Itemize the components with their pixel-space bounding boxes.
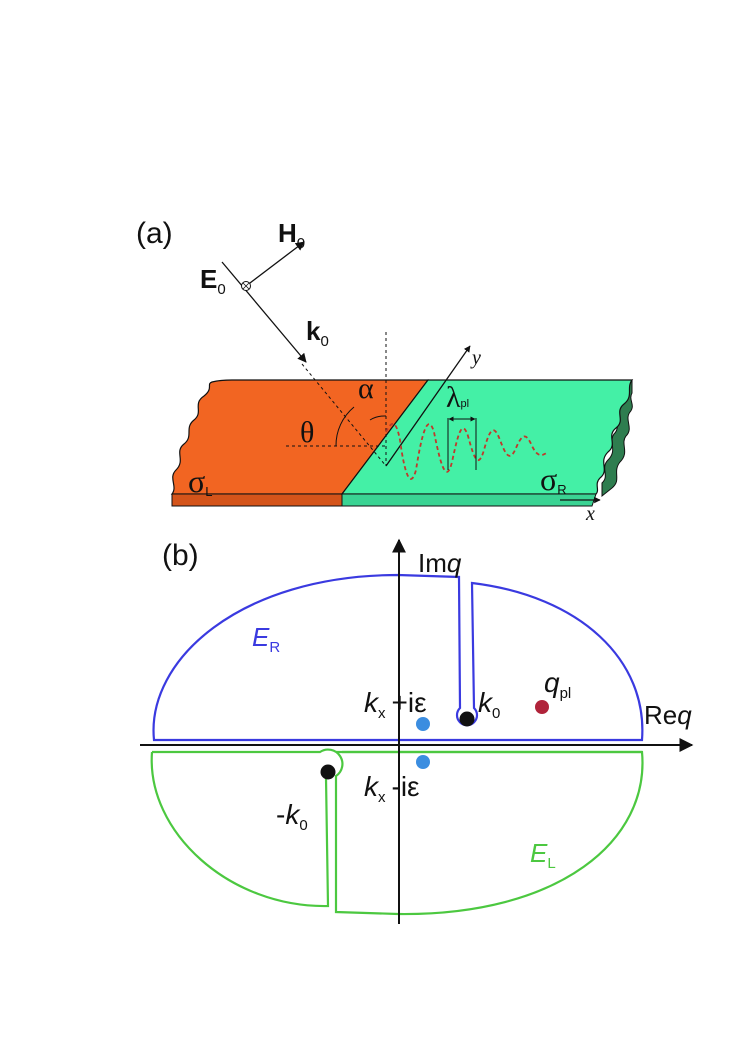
mk0-sub: 0	[299, 817, 307, 834]
mk0-sym: k	[285, 799, 301, 830]
left-sheet	[170, 379, 430, 495]
sigma-right-sub: R	[557, 482, 566, 497]
kx-minus-label: kx -iε	[364, 771, 420, 806]
k0-vector	[221, 261, 307, 363]
im-var: q	[447, 548, 462, 578]
h0-sub: 0	[297, 235, 305, 252]
el-sym: E	[530, 838, 548, 868]
el-sub: L	[547, 855, 555, 872]
lower-contour-el	[150, 748, 644, 916]
theta-arc	[335, 406, 355, 447]
sigma-left-sub: L	[205, 484, 212, 499]
lambda-sym: λ	[446, 381, 461, 414]
e0-sub: 0	[217, 281, 225, 298]
re-prefix: Re	[644, 700, 677, 730]
k0-label: k0	[306, 316, 329, 350]
er-label: ER	[252, 622, 280, 656]
h0-sym: H	[278, 218, 297, 248]
qpl-label: qpl	[544, 667, 571, 702]
kx-plus-suffix: +iε	[392, 687, 427, 718]
x-axis-label: x	[585, 503, 595, 525]
h0-vector	[245, 241, 305, 287]
im-axis-label: Imq	[418, 548, 462, 578]
qpl-sym: q	[544, 667, 560, 698]
minus-k0-label: -k0	[276, 799, 308, 834]
kx-plus-pole	[416, 717, 430, 731]
sigma-left-label: σL	[188, 463, 212, 499]
kx-plus-sub: x	[378, 705, 386, 722]
alpha-label: α	[358, 372, 374, 405]
panel-a: (a) x y θ α H0	[136, 217, 634, 525]
e0-label: E0	[200, 264, 226, 298]
er-sub: R	[269, 639, 280, 656]
kx-minus-pole	[416, 755, 430, 769]
k0-pole	[459, 711, 475, 727]
k0b-sym: k	[478, 687, 494, 718]
y-axis-label: y	[470, 347, 481, 369]
h0-label: H0	[278, 218, 305, 252]
el-label: EL	[530, 838, 556, 872]
plasmon-wave	[385, 423, 549, 480]
incidence-guide	[301, 363, 387, 467]
lambda-sub: pl	[461, 398, 470, 410]
re-axis-label: Req	[644, 700, 692, 730]
lambda-label: λpl	[446, 381, 469, 414]
e0-cross-b	[242, 282, 250, 290]
k0-label-b: k0	[478, 687, 500, 722]
re-var: q	[677, 700, 692, 730]
k0-sym: k	[306, 316, 321, 346]
qpl-pole	[535, 700, 549, 714]
kx-minus-sub: x	[378, 789, 386, 806]
panel-b-label: (b)	[162, 539, 199, 572]
right-sheet-thickness	[341, 493, 597, 507]
sigma-left-sym: σ	[188, 463, 205, 499]
theta-label: θ	[300, 416, 314, 449]
e0-sym: E	[200, 264, 217, 294]
kx-minus-sym: k	[364, 771, 380, 802]
sigma-right-label: σR	[540, 461, 567, 497]
im-prefix: Im	[418, 548, 447, 578]
er-sym: E	[252, 622, 270, 652]
minus-k0-pole	[320, 764, 336, 780]
alpha-arc	[369, 415, 387, 421]
panel-b: (b) Imq Req ER EL kx+iε	[140, 538, 694, 924]
kx-plus-label: kx +iε	[364, 687, 427, 722]
qpl-sub: pl	[560, 685, 572, 702]
panel-a-label: (a)	[136, 217, 173, 250]
kx-minus-suffix: -iε	[392, 771, 420, 802]
sigma-right-sym: σ	[540, 461, 557, 497]
right-sheet	[340, 379, 634, 495]
mk0-prefix: -	[276, 799, 285, 830]
kx-plus-sym: k	[364, 687, 380, 718]
k0-sub: 0	[320, 333, 328, 350]
k0b-sub: 0	[492, 705, 500, 722]
